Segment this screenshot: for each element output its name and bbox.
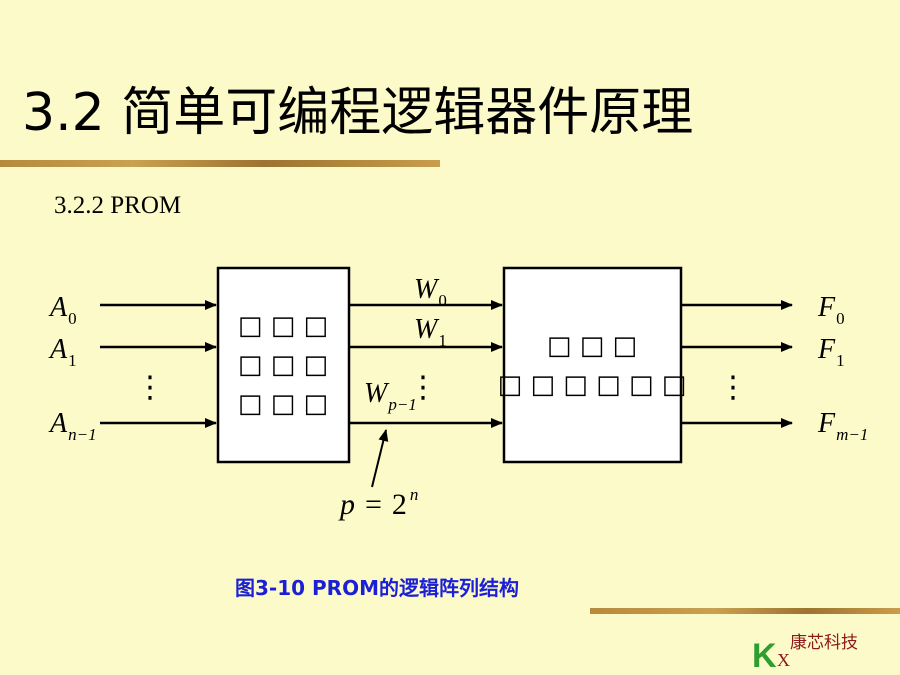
company-name: 康芯科技 — [790, 633, 858, 653]
output-label-fm1: Fm−1 — [817, 408, 868, 444]
and-array-glyph-row-3: □ □ □ — [238, 389, 328, 419]
title-divider-bar — [0, 160, 440, 167]
and-array-glyph-row-2: □ □ □ — [238, 350, 328, 380]
formula-pointer-arrow — [371, 429, 389, 488]
company-logo: K X — [752, 637, 790, 670]
output-label-f0: F0 — [817, 292, 845, 328]
input-label-an1: An−1 — [48, 408, 97, 444]
output-label-f1: F1 — [817, 334, 845, 370]
input-label-a0: A0 — [48, 292, 77, 328]
word-label-wp1: Wp−1 — [364, 378, 417, 414]
input-label-a1: A1 — [48, 334, 77, 370]
page-title: 3.2 简单可编程逻辑器件原理 — [22, 83, 694, 143]
footer-divider-bar — [590, 608, 900, 614]
figure-caption: 图3-10 PROM的逻辑阵列结构 — [235, 576, 519, 600]
or-array-box — [502, 266, 683, 464]
and-array-box — [216, 266, 351, 464]
output-ellipsis: ⋮ — [718, 370, 748, 405]
or-array-glyph-row-1: □ □ □ — [547, 331, 637, 361]
logo-x: X — [777, 650, 790, 670]
or-array-glyph-row-2: □ □ □ □ □ □ — [498, 370, 687, 400]
input-ellipsis: ⋮ — [135, 370, 165, 405]
and-array-glyph-row-1: □ □ □ — [238, 311, 328, 341]
word-label-w0: W0 — [414, 274, 447, 310]
section-subtitle: 3.2.2 PROM — [54, 192, 182, 219]
logo-k: K — [752, 637, 777, 670]
word-label-w1: W1 — [414, 314, 447, 350]
word-ellipsis: ⋮ — [408, 370, 438, 405]
